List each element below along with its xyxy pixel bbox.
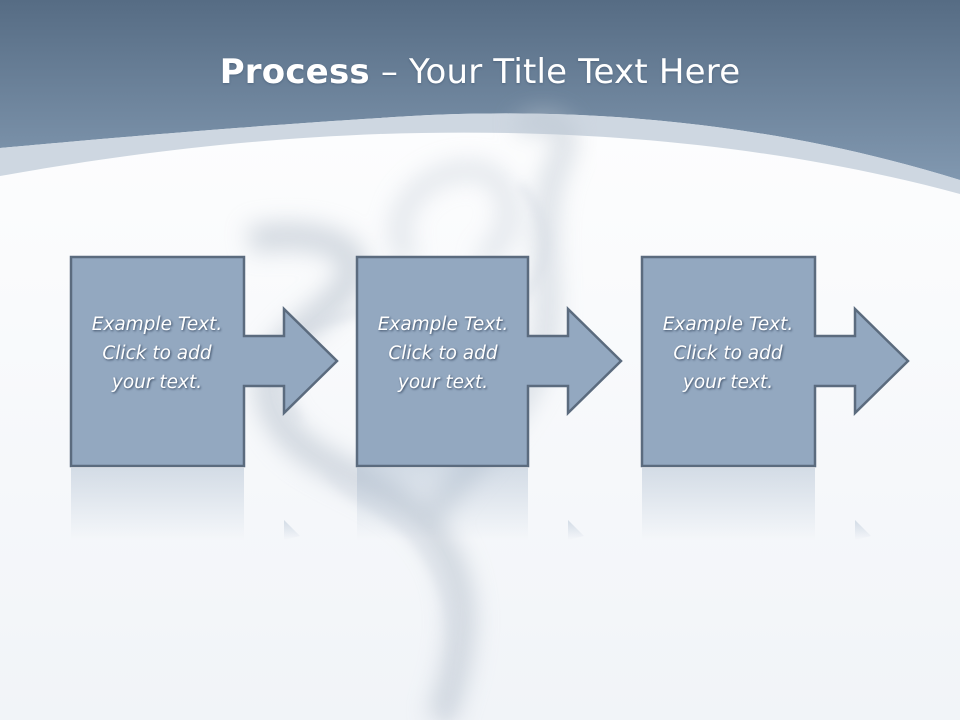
process-step-2[interactable]: Example Text. Click to add your text. [355, 255, 626, 468]
step-2-line-1: Example Text. [377, 314, 509, 335]
step-3-line-1: Example Text. [662, 314, 794, 335]
step-1-line-1: Example Text. [91, 314, 223, 335]
step-3-arrow-shape [640, 255, 910, 468]
step-3-line-3: your text. [682, 372, 774, 393]
step-1-arrow-shape [69, 255, 339, 468]
step-2-line-3: your text. [397, 372, 489, 393]
header-band [0, 0, 960, 180]
step-2-reflection [357, 468, 584, 540]
step-1-line-2: Click to add [102, 343, 212, 364]
step-3-text[interactable]: Example Text. Click to add your text. [643, 310, 813, 397]
step-3-reflection [642, 468, 871, 540]
step-1-reflection [71, 468, 300, 540]
header-swoosh [0, 113, 960, 194]
step-2-arrow-shape [355, 255, 623, 468]
step-1-text[interactable]: Example Text. Click to add your text. [72, 310, 242, 397]
slide-title[interactable]: Process – Your Title Text Here [0, 52, 960, 92]
step-2-text[interactable]: Example Text. Click to add your text. [358, 310, 528, 397]
process-step-1[interactable]: Example Text. Click to add your text. [69, 255, 340, 468]
step-1-line-3: your text. [111, 372, 203, 393]
process-step-3[interactable]: Example Text. Click to add your text. [640, 255, 911, 468]
title-bold-text: Process [219, 52, 370, 92]
step-2-line-2: Click to add [388, 343, 498, 364]
step-3-line-2: Click to add [673, 343, 783, 364]
title-rest-text: – Your Title Text Here [369, 52, 741, 92]
